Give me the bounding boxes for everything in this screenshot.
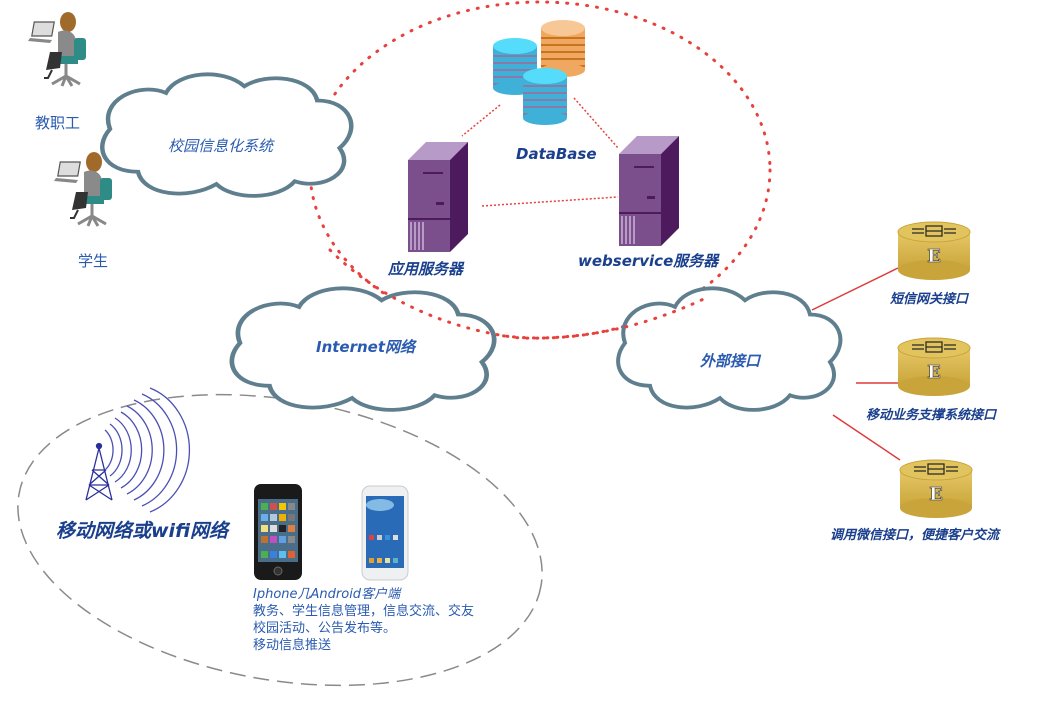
database-icon bbox=[492, 19, 586, 126]
staff-label: 教职工 bbox=[35, 114, 81, 132]
staff-user-icon bbox=[26, 10, 88, 88]
client-desc-line: 教务、学生信息管理，信息交流、交友 bbox=[253, 604, 475, 619]
app-server-icon bbox=[407, 141, 469, 253]
wechat-gateway-icon bbox=[899, 459, 973, 519]
radio-tower-icon bbox=[85, 387, 191, 513]
iphone-icon bbox=[254, 484, 302, 580]
client-desc-line: Iphone几Android客户端 bbox=[253, 587, 401, 602]
mobile-bss-gateway-icon bbox=[897, 337, 971, 397]
client-desc-line: 移动信息推送 bbox=[253, 638, 332, 653]
client-description: Iphone几Android客户端 教务、学生信息管理，信息交流、交友 校园活动… bbox=[253, 586, 474, 654]
student-user-icon bbox=[52, 150, 114, 228]
link-app-webservice bbox=[481, 196, 619, 207]
webservice-server-icon bbox=[618, 135, 680, 247]
mobile-zone-boundary bbox=[17, 393, 543, 687]
app-server-label: 应用服务器 bbox=[388, 260, 464, 278]
link-external-sms bbox=[811, 267, 899, 311]
sms-gateway-label: 短信网关接口 bbox=[890, 292, 969, 307]
wechat-interface-label: 调用微信接口，便捷客户交流 bbox=[830, 528, 1000, 543]
client-desc-line: 校园活动、公告发布等。 bbox=[253, 621, 397, 636]
webservice-server-label: webservice服务器 bbox=[578, 252, 719, 270]
external-interface-label: 外部接口 bbox=[700, 352, 761, 370]
sms-gateway-icon bbox=[897, 221, 971, 281]
mobile-bss-label: 移动业务支撑系统接口 bbox=[866, 408, 997, 423]
mobile-network-label: 移动网络或wifi网络 bbox=[56, 520, 229, 542]
link-db-webservice bbox=[573, 97, 619, 149]
database-label: DataBase bbox=[516, 145, 597, 163]
campus-system-label: 校园信息化系统 bbox=[168, 137, 274, 155]
student-label: 学生 bbox=[78, 252, 109, 270]
internet-label: Internet网络 bbox=[316, 338, 416, 356]
link-db-app bbox=[461, 104, 501, 137]
android-phone-icon bbox=[361, 485, 409, 581]
link-external-wechat bbox=[832, 414, 901, 461]
